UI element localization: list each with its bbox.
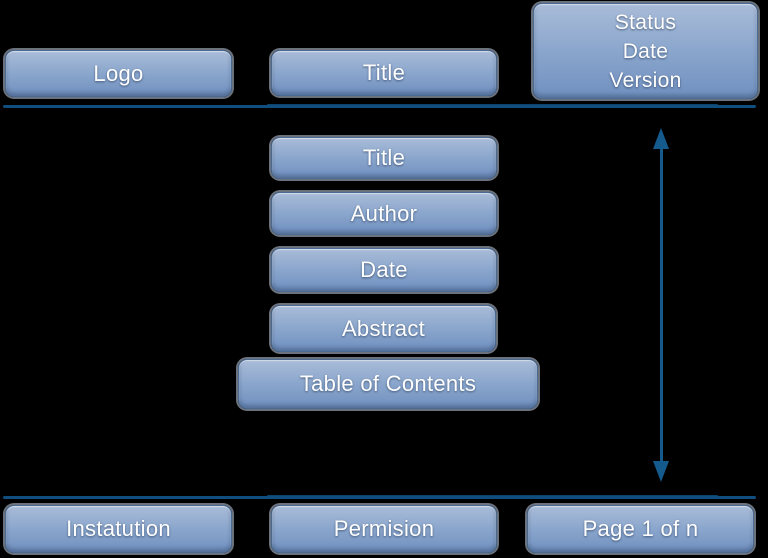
footer-rule xyxy=(3,495,756,499)
date-label: Date xyxy=(622,39,669,63)
logo-box: Logo xyxy=(5,50,232,97)
author-label: Author xyxy=(350,200,418,226)
page-number-box: Page 1 of n xyxy=(527,505,754,553)
permission-box: Permision xyxy=(271,505,497,553)
version-label: Version xyxy=(609,68,682,92)
status-date-version-box: Status Date Version xyxy=(533,3,758,99)
header-title-box: Title xyxy=(271,50,497,96)
body-title-label: Title xyxy=(362,145,406,170)
header-rule xyxy=(3,104,756,108)
header-title-label: Title xyxy=(362,60,406,85)
date-box-label: Date xyxy=(360,257,408,282)
vertical-double-arrow xyxy=(653,128,669,482)
status-label: Status xyxy=(614,10,677,34)
abstract-box: Abstract xyxy=(271,305,496,352)
author-box: Author xyxy=(271,192,497,235)
abstract-label: Abstract xyxy=(341,315,426,341)
permission-label: Permision xyxy=(333,516,435,541)
logo-label: Logo xyxy=(93,60,144,86)
institution-box: Instatution xyxy=(5,505,232,553)
page-number-label: Page 1 of n xyxy=(582,516,699,541)
arrow-down-head-icon xyxy=(653,461,669,482)
date-box: Date xyxy=(271,248,497,292)
body-title-box: Title xyxy=(271,137,497,179)
table-of-contents-label: Table of Contents xyxy=(299,371,477,396)
arrow-shaft xyxy=(659,147,663,463)
table-of-contents-box: Table of Contents xyxy=(238,359,538,409)
arrow-up-head-icon xyxy=(653,128,669,149)
institution-label: Instatution xyxy=(66,516,171,541)
